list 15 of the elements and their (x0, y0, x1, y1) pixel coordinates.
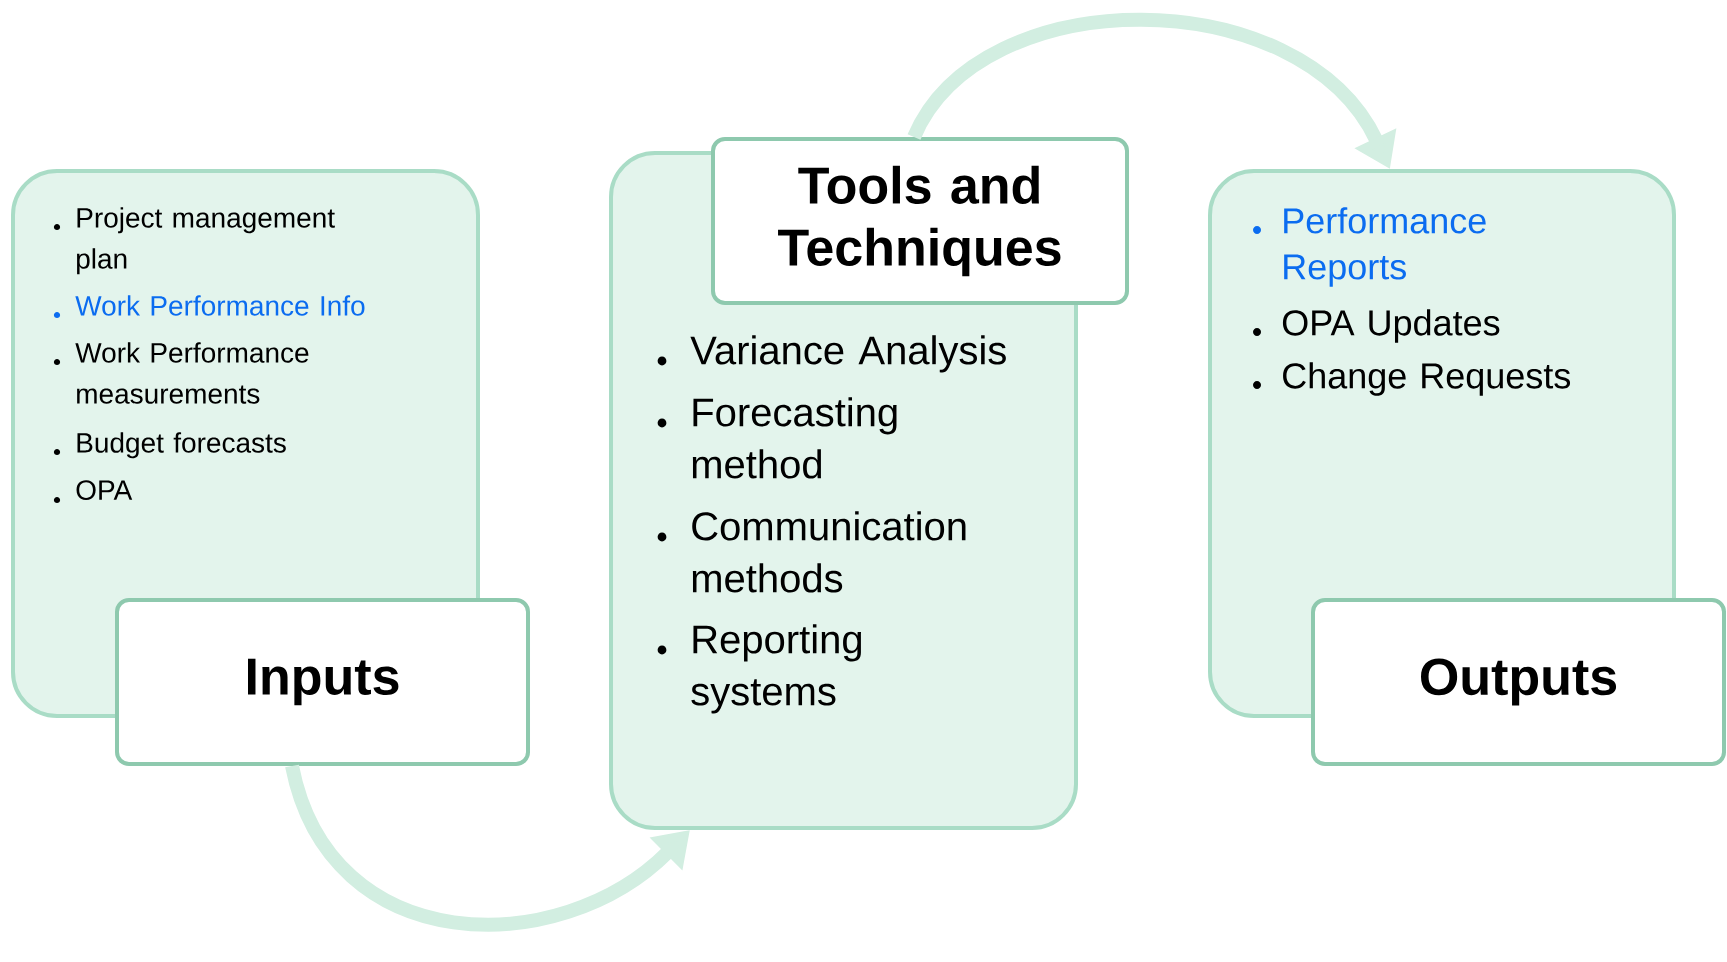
list-item: Reporting systems (691, 624, 862, 714)
title-box: Outputs (1311, 598, 1726, 766)
list-item: Change Requests (1283, 362, 1571, 396)
list-item: Work Performance measurements (75, 342, 309, 404)
list-item: Budget forecasts (77, 432, 286, 459)
list-item: Performance Reports (1284, 207, 1486, 287)
list-item: OPA (76, 480, 133, 501)
list-item: Project management plan (77, 207, 335, 275)
list-item: Communication methods (692, 511, 966, 593)
list-item: Variance Analysis (690, 335, 1006, 373)
title-box: Inputs (115, 598, 530, 766)
title-box: Tools and Techniques (711, 137, 1129, 305)
list-item: OPA Updates (1282, 309, 1500, 343)
list-item: Forecasting method (692, 397, 897, 479)
list-item: Work Performance Info (75, 295, 365, 316)
